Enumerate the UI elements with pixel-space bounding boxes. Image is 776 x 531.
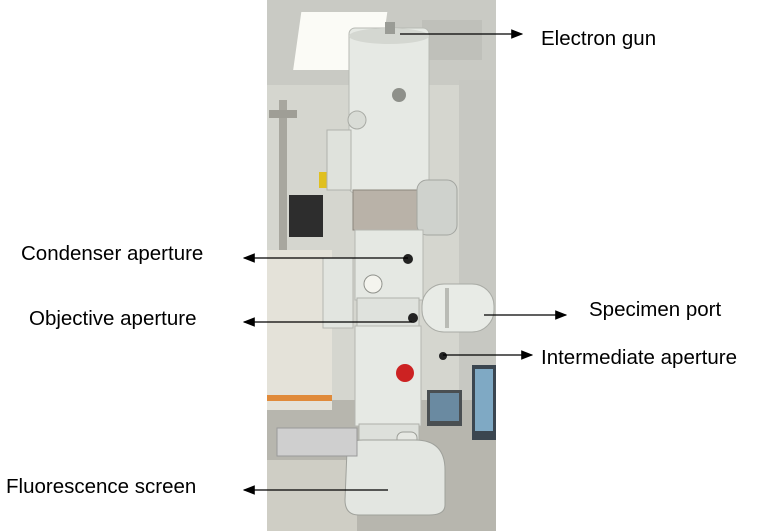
objective-knob [408,313,418,323]
wall-pipe [279,100,287,250]
microscope-photo [267,0,496,531]
wall-valve [269,110,297,118]
column-knob [392,88,406,102]
condenser-knob [403,254,413,264]
column-port [347,110,367,130]
label-electron-gun: Electron gun [541,27,657,50]
label-intermediate-aperture: Intermediate aperture [541,346,738,369]
label-condenser-aperture: Condenser aperture [21,242,204,265]
objective-section [356,297,420,327]
red-warning-sticker [396,364,414,382]
holder-band [445,288,449,328]
metal-collar [352,189,424,231]
intermediate-knob [439,352,447,360]
specimen-holder [421,283,495,333]
label-fluorescence-screen: Fluorescence screen [6,475,197,498]
cabinet-stripe [267,395,332,401]
black-box [289,195,323,237]
foil-wrap [276,427,358,457]
monitor-screen [475,369,493,431]
side-tank [326,129,352,191]
label-specimen-port: Specimen port [589,298,722,321]
gun-top [385,22,395,34]
label-objective-aperture: Objective aperture [29,307,197,330]
cabinet [267,250,332,410]
column-cap [349,28,429,44]
ceiling-vent [422,20,482,60]
microscope-illustration [267,0,496,531]
small-monitor-screen [430,393,459,421]
control-desk [267,460,357,531]
viewing-port [363,274,383,294]
side-pump [416,179,458,236]
